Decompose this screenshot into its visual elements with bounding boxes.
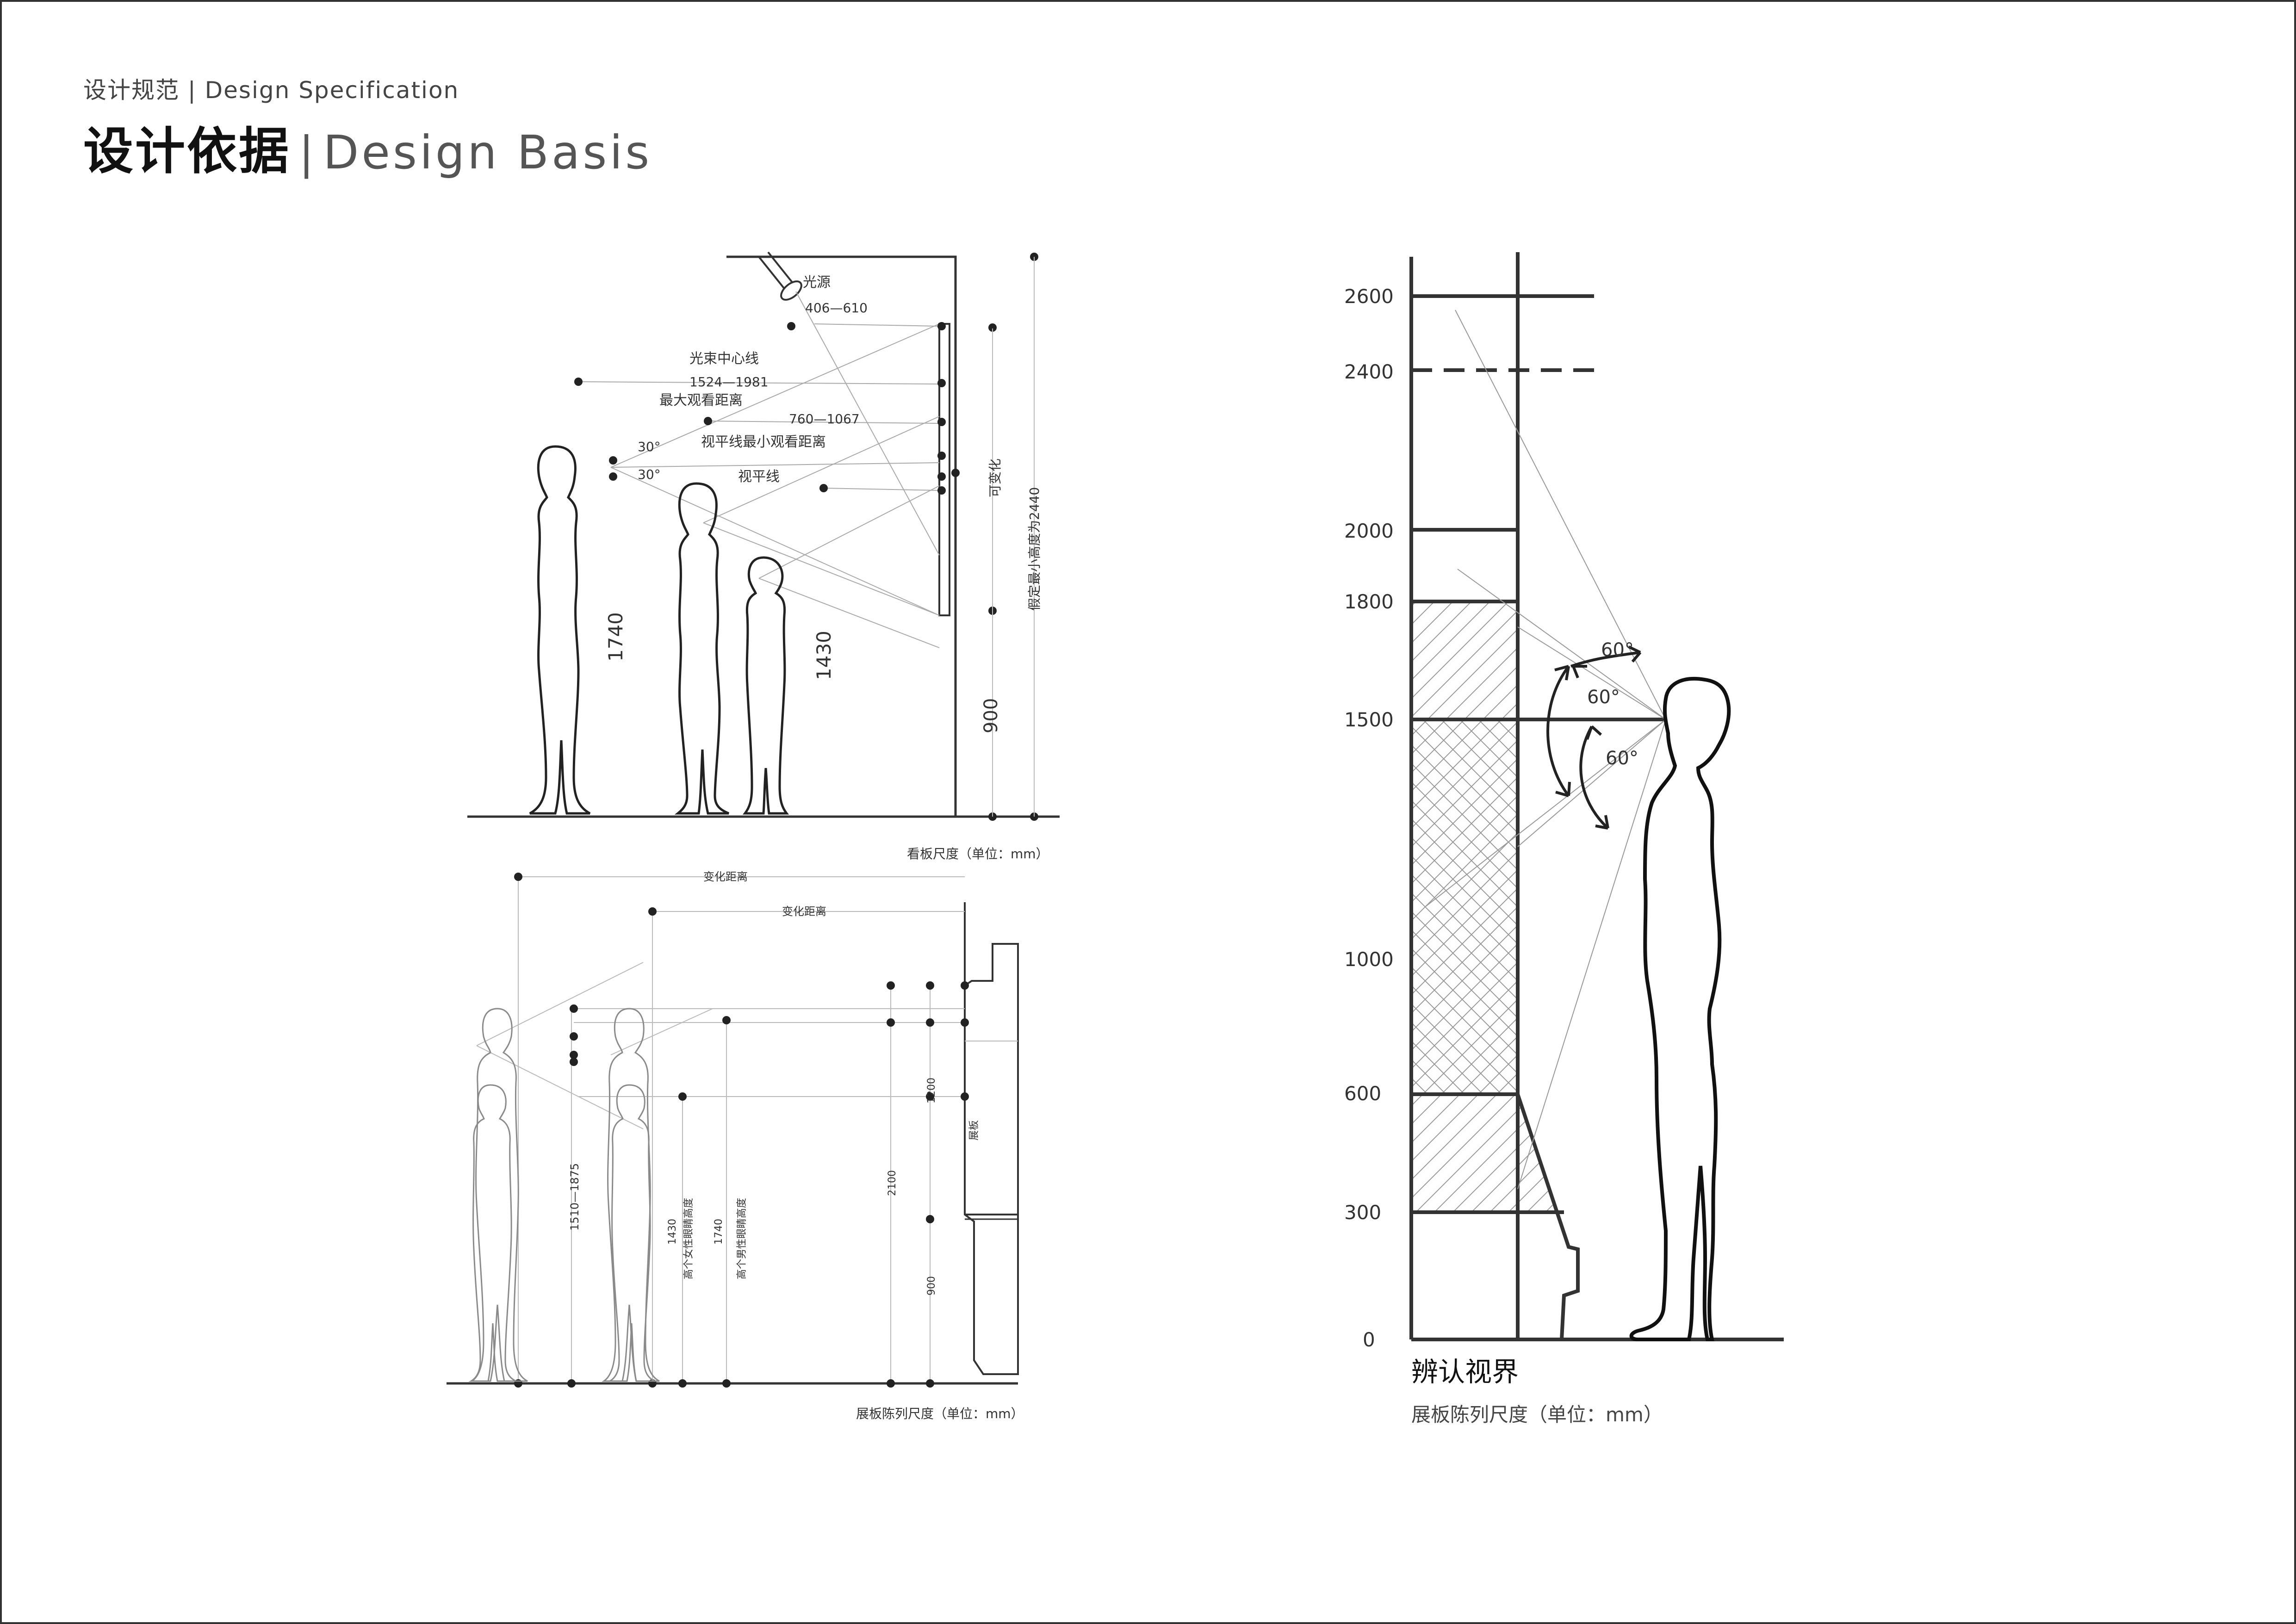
range-dimension-label: 1510—1875 bbox=[568, 1163, 581, 1231]
subtitle-en: Design Specification bbox=[205, 77, 459, 104]
angle-label-1: 60° bbox=[1601, 639, 1634, 661]
level-2400: 2400 bbox=[1344, 360, 1394, 383]
adult-height-label: 1740 bbox=[604, 612, 627, 662]
level-1800: 1800 bbox=[1344, 590, 1394, 613]
viewer-figure-icon bbox=[1629, 677, 1731, 1341]
adult-figure-icon bbox=[529, 445, 591, 815]
base-height-label: 900 bbox=[980, 698, 1002, 733]
light-fixture-icon bbox=[758, 251, 802, 301]
standing-figures-icon bbox=[468, 1008, 660, 1382]
diagram1-caption: 看板尺度（单位：mm） bbox=[907, 846, 1049, 862]
female-eye-height-label: 高个女性眼睛高度 bbox=[683, 1198, 695, 1279]
level-2600: 2600 bbox=[1344, 285, 1394, 308]
eye-line-label: 视平线 bbox=[738, 469, 780, 485]
panel-display-diagram: 变化距离 变化距离 1510—1875 1430 高个女性眼睛高度 1740 高… bbox=[447, 870, 1024, 1421]
beam-range-label: 1524—1981 bbox=[689, 374, 769, 390]
level-1000: 1000 bbox=[1344, 948, 1394, 971]
light-range-label: 406—610 bbox=[805, 300, 868, 316]
light-source-label: 光源 bbox=[803, 274, 831, 291]
title-cn: 设计依据 bbox=[83, 123, 291, 180]
min-range-label: 760—1067 bbox=[789, 411, 860, 427]
angle-bottom-label: 30° bbox=[638, 467, 661, 482]
diagram2-caption: 展板陈列尺度（单位：mm） bbox=[856, 1406, 1024, 1421]
min-height-label: 假定最小高度为2440 bbox=[1027, 487, 1042, 611]
panel-label: 展板 bbox=[968, 1120, 980, 1141]
page-title: 设计依据|Design Basis bbox=[83, 111, 652, 183]
angle-label-2: 60° bbox=[1587, 687, 1620, 708]
viewing-distance-diagram: 光源 406—610 光束中心线 1524—1981 最大观看距离 760—10… bbox=[467, 251, 1060, 862]
adult-figure-2-icon bbox=[674, 482, 729, 815]
variable-distance-label-2: 变化距离 bbox=[782, 905, 826, 918]
level-1500: 1500 bbox=[1344, 708, 1394, 731]
panel-height-label: 1200 bbox=[926, 1078, 937, 1103]
angle-top-label: 30° bbox=[638, 439, 661, 454]
page-subtitle: 设计规范 | Design Specification bbox=[83, 72, 459, 105]
female-value-label: 1430 bbox=[667, 1219, 678, 1245]
title-separator: | bbox=[299, 127, 314, 179]
level-300: 300 bbox=[1344, 1201, 1381, 1224]
level-0: 0 bbox=[1363, 1328, 1375, 1351]
variable-label: 可变化 bbox=[987, 459, 1003, 497]
child-height-label: 1430 bbox=[813, 631, 835, 680]
recognition-field-diagram: 2600 2400 2000 1800 1500 1000 600 300 0 … bbox=[1344, 252, 1784, 1426]
base-height-label-2: 900 bbox=[926, 1276, 937, 1295]
title-en: Design Basis bbox=[323, 125, 652, 180]
subtitle-cn: 设计规范 bbox=[83, 77, 180, 104]
min-distance-label: 视平线最小观看距离 bbox=[701, 434, 826, 450]
level-2000: 2000 bbox=[1344, 520, 1394, 542]
diagram3-caption: 展板陈列尺度（单位：mm） bbox=[1411, 1403, 1663, 1426]
variable-distance-label-1: 变化距离 bbox=[703, 870, 748, 883]
angle-label-3: 60° bbox=[1606, 748, 1638, 769]
beam-center-label: 光束中心线 bbox=[689, 351, 759, 367]
total-height-label: 2100 bbox=[887, 1170, 898, 1196]
recognition-field-title: 辨认视界 bbox=[1411, 1356, 1519, 1388]
child-figure-icon bbox=[742, 556, 789, 815]
male-eye-height-label: 高个男性眼睛高度 bbox=[736, 1198, 748, 1279]
male-value-label: 1740 bbox=[713, 1219, 725, 1245]
subtitle-separator: | bbox=[187, 77, 197, 104]
max-distance-label: 最大观看距离 bbox=[659, 392, 743, 409]
display-board bbox=[938, 323, 950, 616]
level-600: 600 bbox=[1344, 1082, 1381, 1105]
